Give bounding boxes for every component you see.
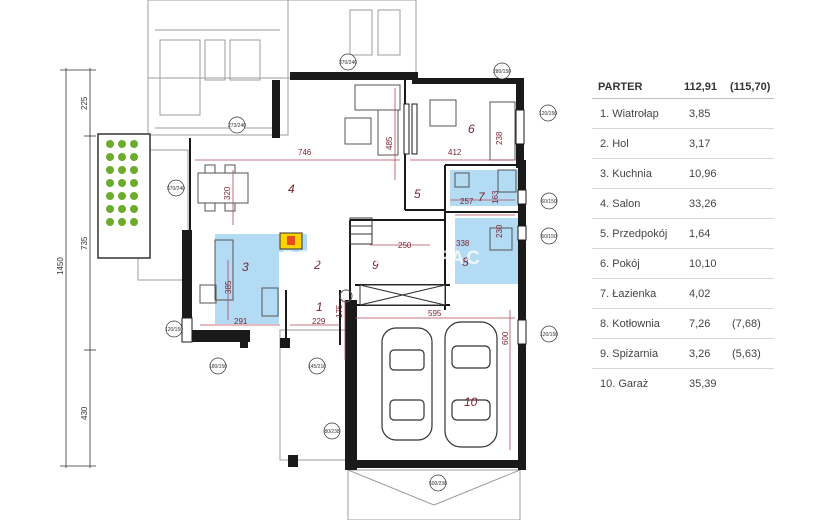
- legend-row: 1. Wiatrołap 3,85: [592, 99, 774, 129]
- dim-garage-depth: 600: [501, 331, 510, 345]
- dim-salon-depth: 485: [385, 136, 394, 150]
- dim-hall-depth: 175: [335, 304, 344, 318]
- room-number-6: 6: [468, 122, 475, 136]
- window-tag-9: 120/150: [165, 327, 183, 333]
- room-area-extra: (5,63): [732, 347, 761, 360]
- car-left: [381, 327, 433, 441]
- legend-total-gross: (115,70): [730, 81, 771, 93]
- dim-pantry-width: 250: [398, 241, 412, 250]
- legend-row: 9. Spiżarnia 3,26 (5,63): [592, 339, 774, 369]
- legend-title: PARTER: [598, 81, 643, 93]
- dim-garage-width: 595: [428, 309, 442, 318]
- furniture: [197, 84, 517, 317]
- room-area: 3,17: [689, 137, 711, 150]
- room-area: 4,02: [689, 287, 711, 300]
- room-name: 7. Łazienka: [600, 287, 657, 300]
- legend-row: 6. Pokój 10,10: [592, 249, 774, 279]
- dim-bath-depth: 163: [491, 190, 500, 204]
- legend-header: PARTER 112,91 (115,70): [592, 76, 774, 99]
- terrace: [137, 0, 521, 520]
- dim-room6-depth: 238: [495, 131, 504, 145]
- legend-row: 8. Kotłownia 7,26 (7,68): [592, 309, 774, 339]
- room-number-10: 10: [464, 395, 478, 409]
- dim-hall-width: 229: [312, 317, 326, 326]
- fireplace-flame: [287, 236, 295, 245]
- room-number-8: 8: [462, 255, 469, 269]
- window-tag-8: 120/150: [540, 332, 558, 338]
- window-tag-3: 570/240: [167, 186, 185, 192]
- room-name: 9. Spiżarnia: [600, 347, 659, 360]
- floor-plan: 1 2 3 4 5 6 7 8 9 10 1450 225 735 430 74…: [56, 0, 558, 520]
- room-area: 33,26: [689, 197, 717, 210]
- room-area: 1,64: [689, 227, 711, 240]
- legend-row: 10. Garaż 35,39: [592, 369, 774, 398]
- room-number-3: 3: [242, 260, 249, 274]
- room-area: 3,85: [689, 107, 711, 120]
- car-right: [444, 321, 498, 448]
- legend-row: 3. Kuchnia 10,96: [592, 159, 774, 189]
- room-area: 10,96: [689, 167, 717, 180]
- room-name: 5. Przedpokój: [600, 227, 668, 240]
- dim-boiler-width: 338: [456, 239, 470, 248]
- room-name: 2. Hol: [600, 137, 629, 150]
- dim-overall: 1450: [56, 257, 65, 275]
- room-area: 10,10: [689, 257, 717, 270]
- dimension-lines: [195, 88, 515, 450]
- room-name: 6. Pokój: [600, 257, 640, 270]
- boiler-room-fill: [455, 218, 521, 284]
- window-tag-11: 145/210: [308, 364, 326, 370]
- dim-bath-width: 257: [460, 197, 474, 206]
- room-name: 3. Kuchnia: [600, 167, 652, 180]
- room-number-1: 1: [316, 300, 323, 314]
- dim-bottom: 430: [80, 406, 89, 420]
- room-number-7: 7: [478, 190, 486, 204]
- room-area: 7,26: [689, 317, 711, 330]
- dim-middle: 735: [80, 236, 89, 250]
- room-name: 1. Wiatrołap: [600, 107, 659, 120]
- dim-kitchen-width: 291: [234, 317, 248, 326]
- room-number-5: 5: [414, 187, 421, 201]
- watermark: BRACIA KADUPAC: [282, 248, 483, 269]
- window-tag-13: 500/238: [429, 481, 447, 487]
- legend-row: 4. Salon 33,26: [592, 189, 774, 219]
- dim-boiler-depth: 230: [495, 224, 504, 238]
- legend-row: 2. Hol 3,17: [592, 129, 774, 159]
- legend-row: 5. Przedpokój 1,64: [592, 219, 774, 249]
- room-area: 3,26: [689, 347, 711, 360]
- legend-row: 7. Łazienka 4,02: [592, 279, 774, 309]
- room-number-2: 2: [313, 258, 321, 272]
- dim-top: 225: [80, 96, 89, 110]
- room-name: 8. Kotłownia: [600, 317, 660, 330]
- room-name: 10. Garaż: [600, 377, 649, 390]
- window-tag-2: 273/240: [228, 123, 246, 129]
- window-tag-6: 60/150: [541, 199, 557, 205]
- window-tag-5: 120/150: [539, 111, 557, 117]
- windows: [181, 103, 527, 345]
- dim-dining-depth: 320: [223, 186, 232, 200]
- room-number-9: 9: [372, 258, 379, 272]
- room-area-extra: (7,68): [732, 317, 761, 330]
- dim-kitchen-depth: 385: [224, 280, 233, 294]
- window-tag-7: 60/150: [541, 234, 557, 240]
- room-number-4: 4: [288, 182, 295, 196]
- legend-total-usable: 112,91: [684, 81, 718, 93]
- window-tag-10: 180/150: [209, 364, 227, 370]
- left-dimension-axis: [60, 68, 96, 468]
- window-tag-12: 80/238: [324, 429, 340, 435]
- stairs: [349, 217, 446, 306]
- window-tag-1: 370/240: [339, 60, 357, 66]
- dim-room6-width: 412: [448, 148, 462, 157]
- kitchen-fill: [215, 234, 279, 324]
- window-tags: 370/240 273/240 570/240 280/150 120/150 …: [165, 53, 558, 492]
- window-tag-4: 280/150: [493, 69, 511, 75]
- dim-salon-width: 746: [298, 148, 312, 157]
- room-area: 35,39: [689, 377, 717, 390]
- planting-bed: [97, 133, 151, 259]
- room-name: 4. Salon: [600, 197, 641, 210]
